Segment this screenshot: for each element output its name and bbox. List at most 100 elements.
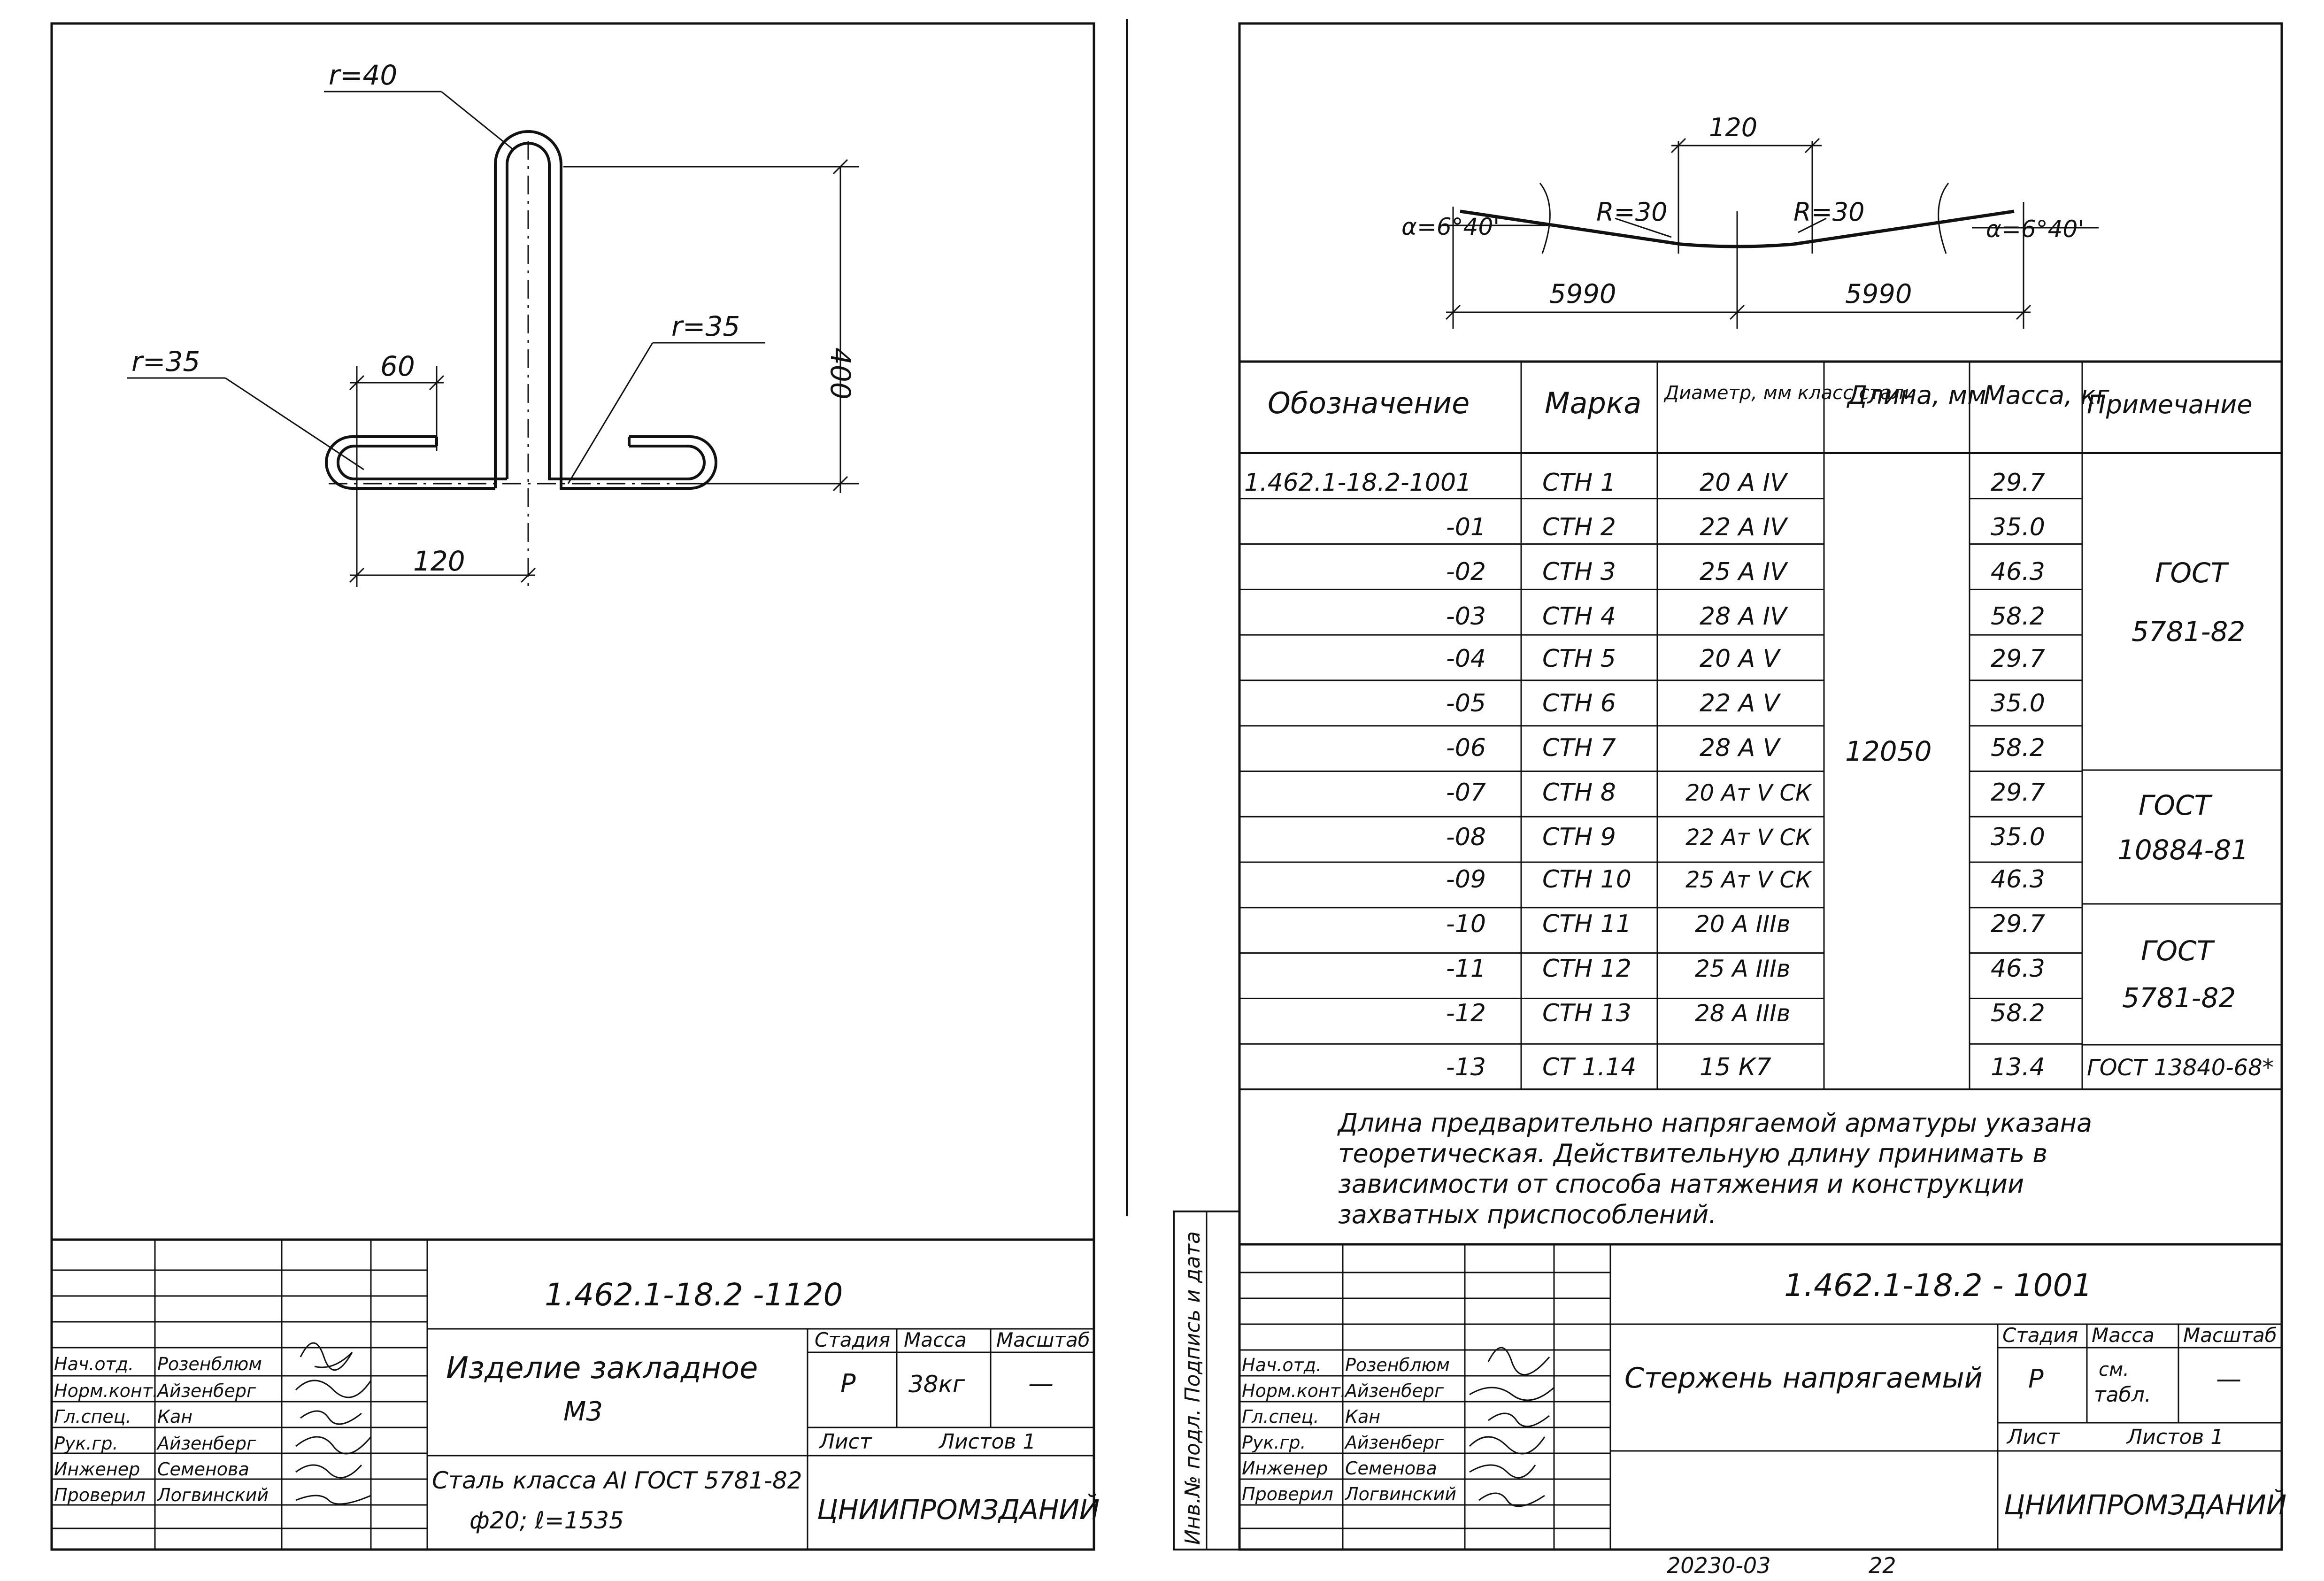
left-material-line2: ф20; ℓ=1535: [469, 1507, 624, 1534]
row-mark: СТН 11: [1542, 910, 1631, 938]
row-code: -05: [1446, 689, 1486, 717]
row-mark: СТН 3: [1542, 558, 1616, 586]
length-left-label: 5990: [1549, 279, 1616, 309]
left-role-0: Нач.отд.: [54, 1354, 134, 1374]
left-stage-header: Стадия: [815, 1328, 890, 1351]
left-stage-value: Р: [840, 1369, 856, 1398]
left-scale-header: Масштаб: [996, 1328, 1090, 1351]
row-mark: СТН 5: [1542, 645, 1616, 673]
right-name-3: Айзенберг: [1344, 1432, 1444, 1453]
note-line-2: теоретическая. Действительную длину прин…: [1338, 1139, 2047, 1168]
left-role-5: Проверил: [54, 1485, 146, 1505]
note-group-1-line1: ГОСТ: [2155, 557, 2229, 589]
right-sheets-label: Листов 1: [2126, 1425, 2224, 1449]
left-dimension-lines: [127, 91, 859, 587]
left-sheet: r=40 r=35 r=35 60 120 400: [50, 22, 1100, 1551]
row-code: -03: [1446, 602, 1486, 631]
row-diameter: 28 А IIIв: [1695, 1000, 1790, 1027]
row-diameter: 25 А IIIв: [1695, 955, 1790, 982]
note-group-1-line2: 5781-82: [2132, 616, 2245, 648]
row-code: -12: [1446, 999, 1486, 1027]
embedded-part-drawing: [325, 130, 717, 490]
right-signatures: [1469, 1347, 1555, 1507]
angle-left-label: α=6°40': [1401, 213, 1500, 240]
row-diameter: 22 А IV: [1700, 513, 1788, 541]
header-note: Примечание: [2087, 390, 2253, 419]
row-mark: СТ 1.14: [1542, 1053, 1636, 1081]
row-diameter: 22 А V: [1700, 689, 1781, 717]
right-sheet: 120 R=30 R=30 α=6°40' α=6°40' 5990 5990: [1173, 22, 2286, 1551]
left-sheets-label: Листов 1: [938, 1430, 1036, 1454]
radius-label-left: r=35: [131, 346, 200, 378]
radius-right-label: R=30: [1793, 197, 1864, 227]
note-group-4-line1: ГОСТ 13840-68*: [2087, 1055, 2274, 1081]
right-role-2: Гл.спец.: [1242, 1406, 1319, 1427]
row-diameter: 25 А IV: [1700, 558, 1788, 586]
left-item-title: Изделие закладное: [446, 1351, 758, 1386]
right-stage-value: Р: [2028, 1364, 2044, 1394]
right-mass-value-line2: табл.: [2094, 1383, 2151, 1407]
right-mass-value-line1: см.: [2099, 1359, 2129, 1380]
row-diameter: 20 А IV: [1700, 469, 1788, 497]
row-code: -11: [1446, 955, 1486, 983]
right-stage-header: Стадия: [2002, 1324, 2078, 1347]
left-role-3: Рук.гр.: [54, 1433, 118, 1454]
left-scale-value: —: [1028, 1369, 1054, 1398]
side-strip: Инв.№ подл. Подпись и дата: [1173, 1211, 1240, 1550]
left-sheet-frame: [50, 22, 1095, 1551]
radius-left-label: R=30: [1596, 197, 1667, 227]
row-mass: 58.2: [1991, 999, 2045, 1027]
right-name-5: Логвинский: [1344, 1484, 1456, 1504]
right-role-3: Рук.гр.: [1242, 1432, 1306, 1453]
header-diameter: Диаметр, мм класс стали: [1663, 382, 1916, 404]
top-dim-label: 120: [1709, 113, 1757, 142]
note-group-2-line1: ГОСТ: [2139, 789, 2213, 821]
row-mark: СТН 8: [1542, 779, 1616, 807]
row-mass: 58.2: [1991, 734, 2045, 762]
row-mark: СТН 7: [1542, 734, 1616, 762]
row-code: -02: [1446, 558, 1486, 586]
row-mass: 29.7: [1991, 645, 2045, 673]
row-diameter: 20 А IIIв: [1695, 910, 1790, 938]
row-mark: СТН 4: [1542, 602, 1616, 631]
dim-120-label: 120: [413, 545, 465, 577]
header-length: Длина, мм: [1847, 380, 1986, 410]
left-name-1: Айзенберг: [156, 1380, 256, 1401]
right-doc-code: 1.462.1-18.2 - 1001: [1784, 1267, 2092, 1303]
dim-60-label: 60: [380, 350, 415, 382]
right-role-5: Проверил: [1242, 1484, 1333, 1504]
right-role-1: Норм.конт.: [1242, 1380, 1346, 1401]
row-code: -04: [1446, 645, 1486, 673]
right-mass-header: Масса: [2092, 1324, 2155, 1347]
right-role-4: Инженер: [1242, 1458, 1328, 1479]
row-diameter: 28 А V: [1700, 734, 1781, 762]
row-code: -10: [1446, 910, 1486, 938]
note-group-3-line1: ГОСТ: [2141, 935, 2215, 967]
row-mass: 46.3: [1991, 955, 2045, 983]
left-organization: ЦНИИПРОМЗДАНИЙ: [817, 1493, 1100, 1526]
rod-outline-left: [325, 435, 495, 490]
header-mass: Масса, кг: [1984, 380, 2109, 410]
left-item-mark: М3: [563, 1396, 603, 1427]
table-header-row: Обозначение Марка Диаметр, мм класс стал…: [1268, 380, 2253, 420]
row-mass: 29.7: [1991, 779, 2045, 807]
left-name-2: Кан: [157, 1406, 192, 1427]
left-mass-header: Масса: [904, 1328, 967, 1351]
length-right-label: 5990: [1845, 279, 1912, 309]
row-diameter: 28 А IV: [1700, 602, 1788, 631]
note-cells: ГОСТ 5781-82 ГОСТ 10884-81 ГОСТ 5781-82 …: [2087, 557, 2274, 1081]
left-role-1: Норм.конт.: [54, 1380, 158, 1401]
right-name-1: Айзенберг: [1344, 1380, 1444, 1401]
row-mass: 35.0: [1991, 689, 2045, 717]
rod-inner-left: [337, 445, 507, 480]
row-mass: 29.7: [1991, 469, 2045, 497]
right-scale-header: Масштаб: [2183, 1324, 2277, 1347]
left-sheet-label: Лист: [818, 1430, 872, 1454]
